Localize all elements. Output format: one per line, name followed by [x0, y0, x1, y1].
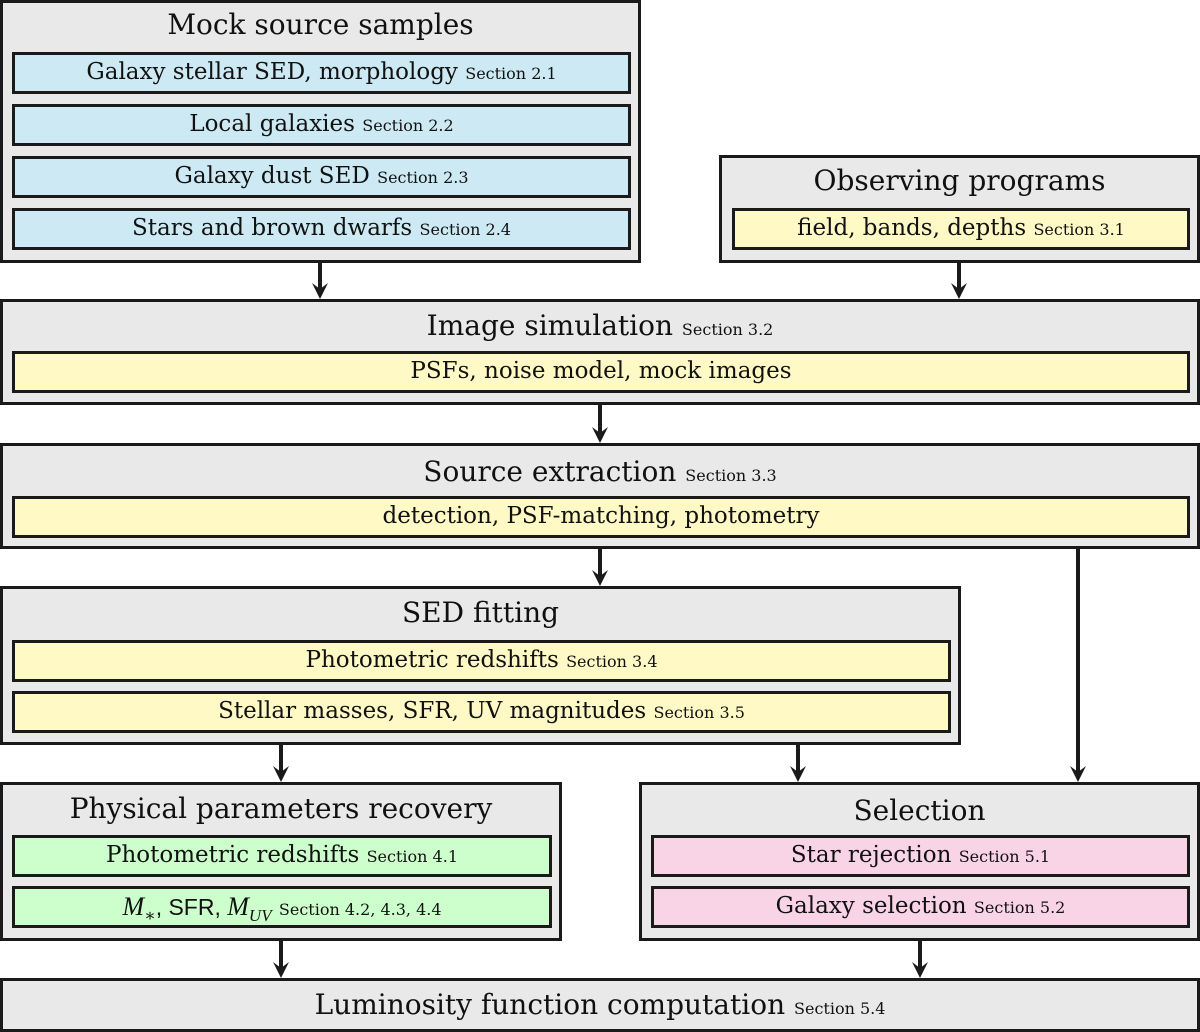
item-label: Galaxy stellar SED, morphology [86, 59, 458, 85]
section-ref: Section 3.1 [1033, 220, 1125, 239]
item-label: Galaxy dust SED [174, 163, 370, 189]
sed-fitting-box: SED fitting Photometric redshifts Sectio… [0, 586, 961, 745]
arrow-head-icon [273, 766, 289, 782]
item-label: detection, PSF-matching, photometry [382, 503, 820, 529]
arrow-image-simulation-to-source-extraction [592, 405, 608, 443]
selection-box: Selection Star rejection Section 5.1 Gal… [639, 782, 1200, 941]
section-ref: Section 3.5 [653, 703, 745, 722]
item-label: Photometric redshifts [105, 842, 360, 868]
mock-item-stars-brown-dwarfs: Stars and brown dwarfs Section 2.4 [12, 208, 631, 250]
item-label: Stellar masses, SFR, UV magnitudes [218, 698, 647, 724]
sed-item-stellar-masses: Stellar masses, SFR, UV magnitudes Secti… [12, 691, 951, 733]
section-ref: Section 3.4 [566, 652, 658, 671]
physical-parameters-title: Physical parameters recovery [69, 792, 493, 825]
mock-item-local-galaxies: Local galaxies Section 2.2 [12, 104, 631, 146]
selection-item-galaxy-selection: Galaxy selection Section 5.2 [651, 886, 1190, 928]
separator: , [214, 894, 228, 920]
item-label: PSFs, noise model, mock images [410, 358, 792, 384]
item-label: Local galaxies [189, 111, 355, 137]
separator: , [155, 894, 169, 920]
source-extraction-box: Source extraction Section 3.3 detection,… [0, 443, 1200, 549]
section-ref: Section 2.1 [465, 64, 557, 83]
item-label: field, bands, depths [797, 215, 1027, 241]
sed-fitting-title: SED fitting [401, 596, 560, 629]
title-text: Luminosity function computation [314, 988, 786, 1021]
image-sim-item-psfs-noise: PSFs, noise model, mock images [12, 351, 1190, 393]
source-extraction-title: Source extraction Section 3.3 [3, 455, 1197, 493]
arrow-head-icon [912, 962, 928, 978]
math-subscript: ∗ [144, 906, 156, 926]
recovery-item-photometric-redshifts: Photometric redshifts Section 4.1 [12, 835, 552, 877]
arrow-head-icon [1070, 766, 1086, 782]
arrow-head-icon [790, 766, 806, 782]
arrow-sed-fitting-to-physical-parameters-recovery [273, 745, 289, 782]
arrow-head-icon [592, 570, 608, 586]
arrow-head-icon [312, 283, 328, 299]
observing-item-field-bands-depths: field, bands, depths Section 3.1 [732, 208, 1190, 250]
section-ref: Section 5.4 [794, 999, 886, 1018]
arrow-selection-to-luminosity-function [912, 941, 928, 978]
section-ref: Section 3.2 [681, 320, 774, 339]
selection-item-star-rejection: Star rejection Section 5.1 [651, 835, 1190, 877]
mock-source-samples-title: Mock source samples [167, 8, 474, 41]
luminosity-function-title: Luminosity function computation Section … [3, 988, 1197, 1026]
mock-item-stellar-sed: Galaxy stellar SED, morphology Section 2… [12, 52, 631, 94]
item-label: Galaxy selection [775, 893, 967, 919]
arrow-head-icon [951, 283, 967, 299]
title-text: Image simulation [426, 309, 674, 342]
arrow-head-icon [273, 962, 289, 978]
recovery-item-mstar-sfr-muv: M∗, SFR, MUV Section 4.2, 4.3, 4.4 [12, 886, 552, 928]
math-symbol: M [122, 892, 145, 921]
selection-title: Selection [853, 794, 986, 827]
section-ref: Section 4.1 [366, 847, 458, 866]
physical-parameters-recovery-box: Physical parameters recovery Photometric… [0, 782, 562, 941]
section-ref: Section 2.4 [419, 220, 511, 239]
arrow-sed-fitting-to-selection [790, 745, 806, 782]
math-m-uv: MUV [227, 892, 271, 925]
luminosity-function-box: Luminosity function computation Section … [0, 978, 1200, 1032]
observing-programs-box: Observing programs field, bands, depths … [719, 155, 1200, 263]
arrow-observing-programs-to-image-simulation [951, 263, 967, 299]
arrow-source-extraction-to-selection [1070, 549, 1086, 782]
image-simulation-title: Image simulation Section 3.2 [3, 309, 1197, 347]
math-m-star: M∗ [122, 892, 155, 925]
section-ref: Section 5.1 [958, 847, 1051, 866]
mock-item-dust-sed: Galaxy dust SED Section 2.3 [12, 156, 631, 198]
item-label: Photometric redshifts [305, 647, 559, 673]
image-simulation-box: Image simulation Section 3.2 PSFs, noise… [0, 299, 1200, 405]
observing-programs-title: Observing programs [813, 164, 1106, 197]
arrow-head-icon [592, 427, 608, 443]
section-ref: Section 4.2, 4.3, 4.4 [278, 900, 442, 919]
item-label: Star rejection [790, 842, 952, 868]
sfr-label: SFR [168, 894, 215, 920]
math-subscript: UV [248, 906, 272, 926]
section-ref: Section 2.2 [362, 116, 454, 135]
arrow-source-extraction-to-sed-fitting [592, 549, 608, 586]
arrow-mock-source-samples-to-image-simulation [312, 263, 328, 299]
section-ref: Section 5.2 [973, 898, 1066, 917]
math-symbol: M [227, 892, 249, 921]
title-text: Source extraction [423, 455, 677, 488]
source-extraction-item-detection: detection, PSF-matching, photometry [12, 496, 1190, 538]
section-ref: Section 3.3 [685, 466, 777, 485]
arrow-physical-parameters-recovery-to-luminosity-function [273, 941, 289, 978]
item-label: Stars and brown dwarfs [132, 215, 413, 241]
sed-item-photometric-redshifts: Photometric redshifts Section 3.4 [12, 640, 951, 682]
section-ref: Section 2.3 [377, 168, 469, 187]
mock-source-samples-box: Mock source samples Galaxy stellar SED, … [0, 0, 641, 263]
